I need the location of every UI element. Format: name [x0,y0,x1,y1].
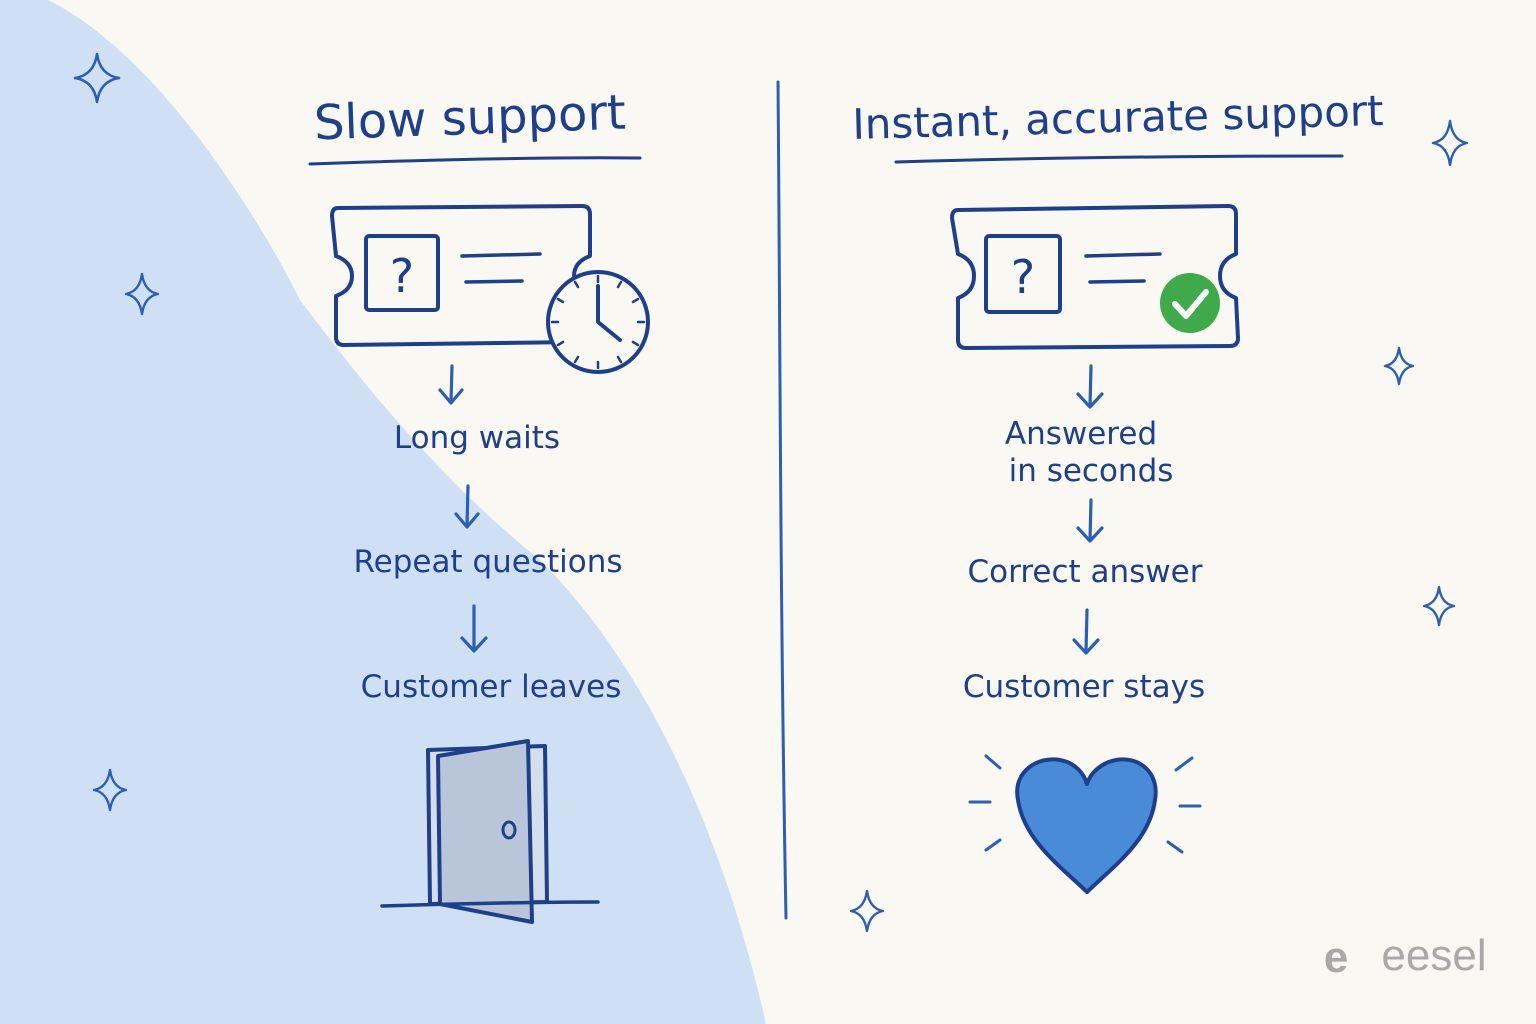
right-step-answered: Answered [1005,416,1157,452]
left-step-customer-leaves: Customer leaves [361,669,622,705]
sparkle-icon [1422,585,1456,627]
arrow-down-icon [454,484,480,529]
right-title-underline [894,154,1344,164]
left-step-long-waits: Long waits [394,420,560,456]
question-mark: ? [390,249,414,303]
ticket-icon: ? [950,204,1240,350]
arrow-down-icon [1076,364,1104,409]
left-title: Slow support [313,85,627,152]
divider-line [776,80,788,920]
left-step-repeat-questions: Repeat questions [353,544,622,580]
right-title: Instant, accurate support [852,86,1384,149]
sparkle-icon [849,889,885,933]
sparkle-icon [124,272,160,316]
clock-icon [546,270,650,374]
eesel-logo: e eesel [1324,931,1487,982]
eesel-logo-mark: e [1324,933,1348,982]
arrow-down-icon [460,604,488,653]
check-icon [1160,273,1220,333]
sparkle-icon [1431,119,1469,167]
eesel-logo-wordmark: eesel [1381,931,1486,980]
door-icon [380,739,600,924]
right-step-in-seconds: in seconds [1009,453,1174,489]
sparkle-icon [1383,346,1415,386]
left-title-underline [308,156,642,166]
heart-icon [968,754,1202,894]
arrow-down-icon [1072,608,1100,655]
right-step-customer-stays: Customer stays [963,669,1205,705]
arrow-down-icon [438,364,464,405]
right-step-correct-answer: Correct answer [968,554,1203,590]
arrow-down-icon [1076,498,1104,543]
question-mark: ? [1011,250,1035,304]
background-wave [0,0,766,1024]
sparkle-icon [92,768,128,812]
sparkle-icon [73,52,121,104]
